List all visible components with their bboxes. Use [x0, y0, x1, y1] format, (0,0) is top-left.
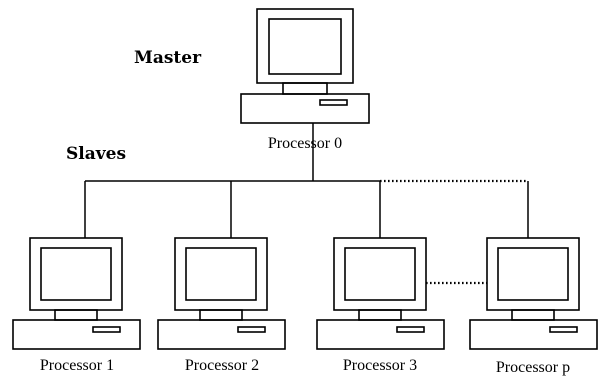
computer-icon-processor-3: [316, 237, 445, 350]
slaves-label: Slaves: [66, 144, 126, 164]
master-label: Master: [134, 48, 202, 68]
computer-icon-processor-2: [157, 237, 286, 350]
processor-1-label: Processor 1: [40, 357, 114, 374]
processor-p-label: Processor p: [496, 359, 570, 376]
processor-0-label: Processor 0: [268, 135, 342, 152]
computer-icon-processor-1: [12, 237, 141, 350]
processor-2-label: Processor 2: [185, 357, 259, 374]
computer-icon-processor-p: [469, 237, 598, 350]
network-links: [84, 123, 529, 285]
computer-icon-processor-0: [240, 8, 370, 124]
processor-3-label: Processor 3: [343, 357, 417, 374]
